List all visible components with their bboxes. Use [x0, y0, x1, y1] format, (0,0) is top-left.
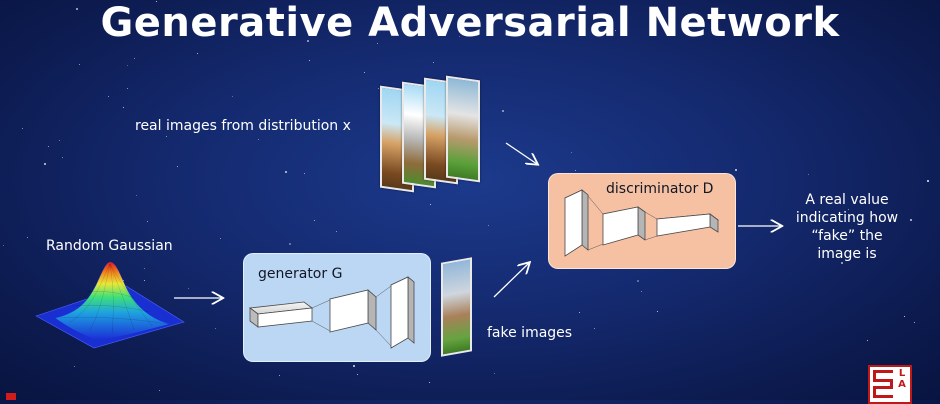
- corner-brand-mark: [6, 393, 16, 400]
- star: [309, 60, 310, 61]
- discriminator-label: discriminator D: [606, 181, 714, 197]
- star: [353, 365, 356, 368]
- star: [27, 237, 29, 239]
- star: [74, 366, 76, 368]
- star: [127, 88, 128, 89]
- star: [594, 328, 595, 329]
- star: [494, 373, 495, 374]
- star: [575, 170, 577, 172]
- output-label: A real value indicating how “fake” the i…: [787, 191, 907, 263]
- star: [304, 173, 305, 174]
- page-title: Generative Adversarial Network: [100, 0, 840, 46]
- star: [377, 43, 379, 45]
- star: [304, 22, 306, 24]
- star: [123, 107, 124, 108]
- star: [22, 128, 23, 129]
- star: [79, 64, 80, 65]
- generator-label: generator G: [258, 266, 343, 282]
- star: [657, 311, 659, 313]
- star: [62, 157, 63, 158]
- star: [258, 139, 259, 140]
- star: [488, 225, 490, 227]
- star: [197, 53, 199, 55]
- arrow-fake-to-discriminator: [493, 263, 529, 298]
- star: [378, 88, 380, 90]
- star: [294, 8, 295, 9]
- star: [144, 268, 145, 269]
- star: [307, 40, 310, 43]
- star: [314, 220, 316, 222]
- star: [136, 195, 137, 196]
- star: [615, 30, 616, 31]
- discriminator-layers-icon: [564, 189, 720, 257]
- star: [735, 169, 738, 172]
- star: [289, 243, 292, 246]
- generator-layers-icon: [248, 276, 415, 349]
- star: [637, 280, 640, 283]
- star: [108, 96, 109, 97]
- star: [76, 8, 79, 11]
- star: [134, 58, 136, 60]
- star: [156, 1, 157, 2]
- star: [3, 245, 5, 247]
- star: [220, 238, 222, 240]
- star: [904, 316, 906, 318]
- star: [44, 163, 47, 166]
- star: [822, 233, 824, 235]
- star: [914, 322, 916, 324]
- star: [571, 152, 572, 153]
- star: [147, 221, 148, 222]
- logo-mark: [873, 370, 893, 398]
- star: [177, 166, 178, 167]
- star: [364, 72, 366, 74]
- output-line-2: indicating how: [795, 210, 899, 226]
- star: [336, 231, 338, 233]
- star: [429, 382, 430, 383]
- star: [502, 110, 505, 113]
- star: [808, 174, 810, 176]
- star: [579, 312, 580, 313]
- star: [166, 136, 167, 137]
- star: [433, 62, 435, 64]
- star: [159, 390, 161, 392]
- corner-brand: [6, 392, 116, 400]
- gaussian-surface-icon: [35, 261, 185, 349]
- star: [824, 32, 826, 34]
- output-line-4: image is: [817, 246, 877, 262]
- star: [123, 280, 124, 281]
- star: [459, 36, 460, 37]
- fake-images-label: fake images: [487, 325, 573, 341]
- star: [641, 291, 643, 293]
- star: [285, 171, 288, 174]
- star: [927, 180, 930, 183]
- star: [279, 375, 281, 377]
- star: [127, 65, 128, 66]
- real-images-label: real images from distribution x: [135, 118, 351, 134]
- star: [232, 96, 234, 98]
- arrow-real-to-discriminator: [505, 142, 537, 164]
- output-line-1: A real value: [805, 192, 889, 208]
- star: [144, 280, 146, 282]
- star: [188, 288, 189, 289]
- random-gaussian-label: Random Gaussian: [46, 238, 173, 254]
- star: [848, 209, 849, 210]
- logo-letters: L A: [898, 368, 906, 390]
- star: [430, 204, 431, 205]
- star: [910, 219, 913, 222]
- star: [357, 374, 358, 375]
- star: [59, 140, 61, 142]
- star: [48, 146, 49, 147]
- star: [867, 340, 868, 341]
- star: [841, 262, 844, 265]
- output-line-3: “fake” the: [811, 228, 883, 244]
- star: [215, 328, 216, 329]
- brand-logo-icon: L A: [868, 365, 912, 404]
